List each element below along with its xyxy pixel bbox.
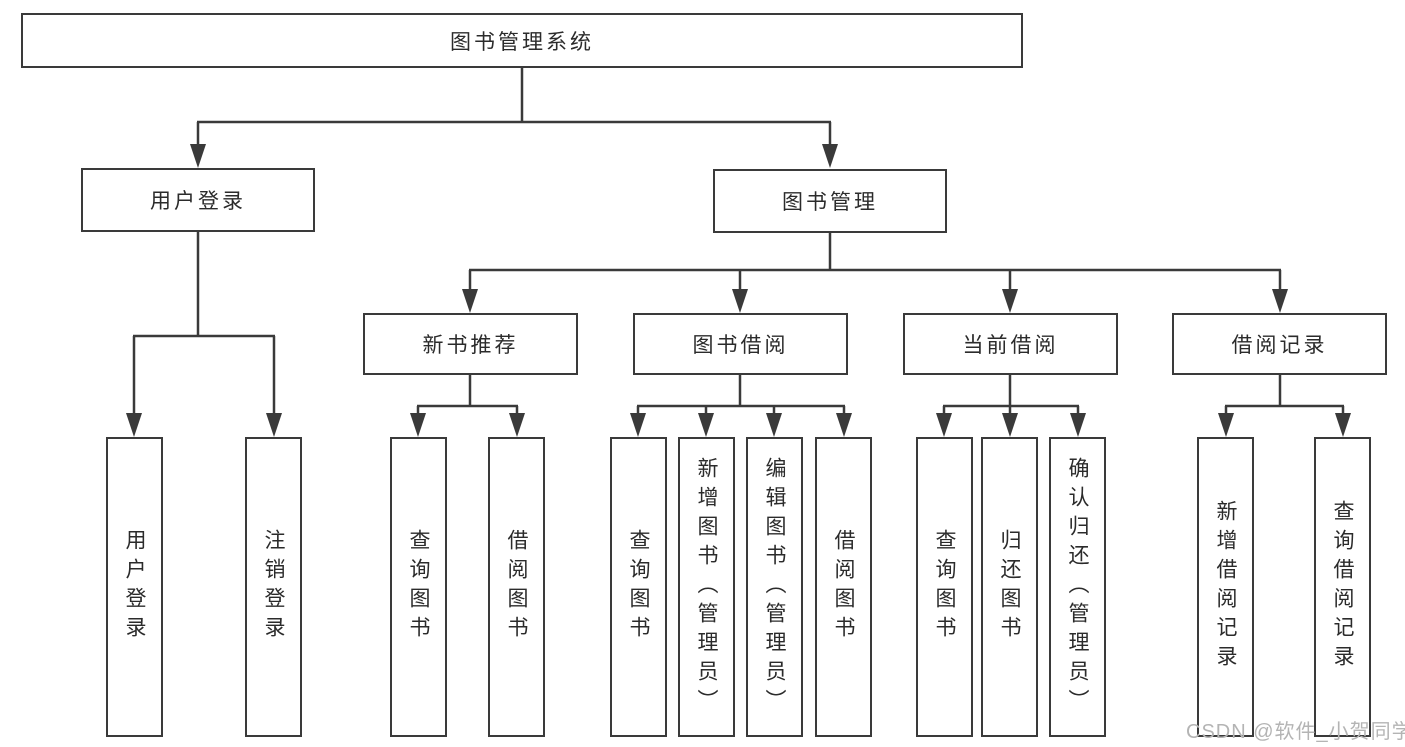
leaf-logout: 注销登录 [245, 437, 302, 737]
leaf-add-borrow-record: 新增借阅记录 [1197, 437, 1254, 737]
node-label: 查询图书 [933, 529, 957, 645]
node-label: 注销登录 [262, 529, 286, 645]
leaf-borrow-books-recommend: 借阅图书 [488, 437, 545, 737]
node-label: 借阅记录 [1231, 334, 1328, 357]
leaf-query-books-borrowing: 查询图书 [610, 437, 667, 737]
node-label: 归还图书 [998, 529, 1022, 645]
node-label: 确认归还（管理员） [1066, 456, 1090, 718]
node-label: 新书推荐 [422, 334, 519, 357]
node-current-borrowing: 当前借阅 [903, 313, 1118, 375]
watermark-text: CSDN @软件_小贺同学 [1186, 721, 1405, 743]
node-new-book-recommend: 新书推荐 [363, 313, 578, 375]
arrowhead-icons [126, 144, 1351, 437]
node-book-borrowing: 图书借阅 [633, 313, 848, 375]
node-label: 借阅图书 [832, 529, 856, 645]
leaf-user-login: 用户登录 [106, 437, 163, 737]
node-label: 用户登录 [150, 190, 246, 213]
node-label: 新增借阅记录 [1214, 500, 1238, 674]
node-label: 查询图书 [627, 529, 651, 645]
node-label: 查询图书 [407, 529, 431, 645]
node-label: 用户登录 [123, 529, 147, 645]
leaf-return-books: 归还图书 [981, 437, 1038, 737]
node-label: 借阅图书 [505, 529, 529, 645]
leaf-edit-books-admin: 编辑图书（管理员） [746, 437, 803, 737]
node-borrow-records: 借阅记录 [1172, 313, 1387, 375]
node-label: 图书管理系统 [450, 30, 594, 54]
leaf-query-books-recommend: 查询图书 [390, 437, 447, 737]
node-user-login: 用户登录 [81, 168, 315, 232]
node-label: 图书借阅 [692, 334, 789, 357]
leaf-query-books-current: 查询图书 [916, 437, 973, 737]
leaf-confirm-return-admin: 确认归还（管理员） [1049, 437, 1106, 737]
node-label: 新增图书（管理员） [695, 456, 719, 718]
node-label: 当前借阅 [962, 334, 1059, 357]
node-label: 编辑图书（管理员） [763, 456, 787, 718]
node-book-management: 图书管理 [713, 169, 947, 233]
node-library-system-root: 图书管理系统 [21, 13, 1023, 68]
node-label: 查询借阅记录 [1331, 500, 1355, 674]
leaf-query-borrow-record: 查询借阅记录 [1314, 437, 1371, 737]
leaf-borrow-books: 借阅图书 [815, 437, 872, 737]
leaf-add-books-admin: 新增图书（管理员） [678, 437, 735, 737]
node-label: 图书管理 [782, 191, 878, 214]
